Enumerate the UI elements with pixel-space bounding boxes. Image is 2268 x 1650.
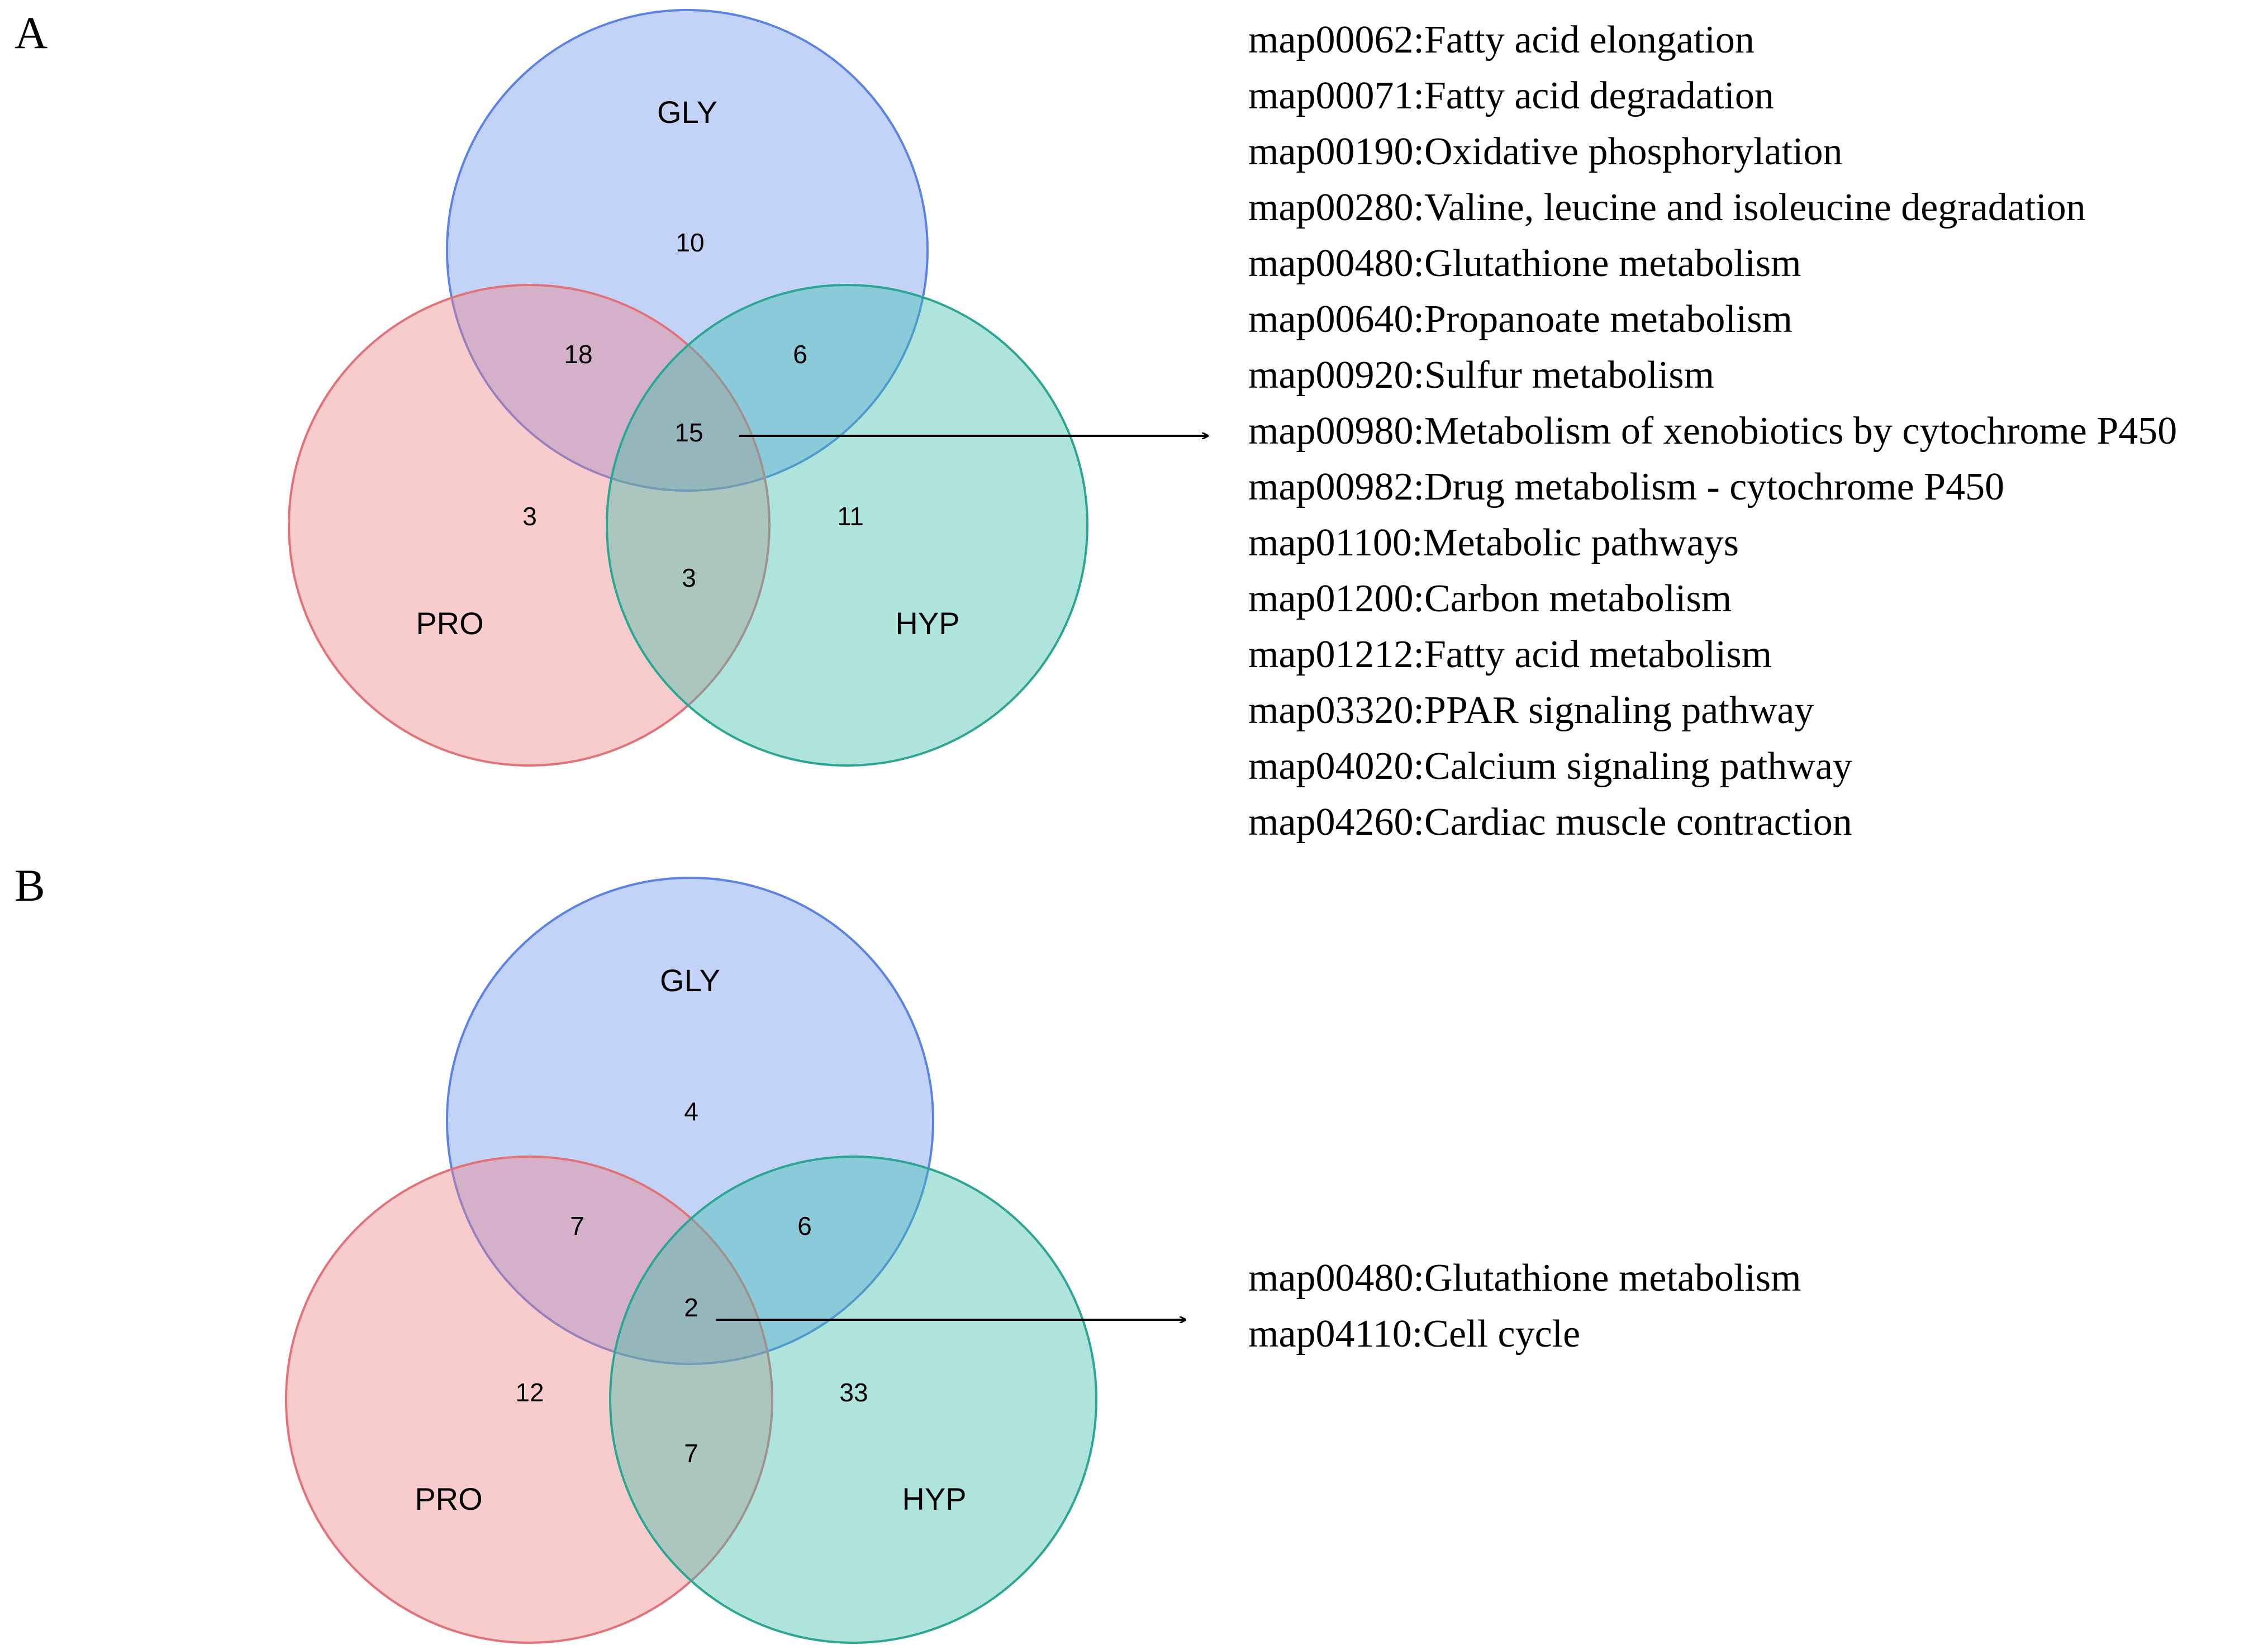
pathway-item: map04020:Calcium signaling pathway (1248, 745, 1852, 788)
panel-a-circle-hyp (606, 284, 1088, 767)
panel-a-count-gly-hyp: 6 (793, 340, 807, 369)
panel-b-count-all-three: 2 (684, 1293, 698, 1322)
pathway-item: map01100:Metabolic pathways (1248, 521, 1739, 564)
panel-b-count-hyp-only: 33 (839, 1378, 868, 1407)
pathway-item: map00920:Sulfur metabolism (1248, 354, 1714, 397)
pathway-item: map03320:PPAR signaling pathway (1248, 689, 1814, 732)
panel-a-set-pro: PRO (416, 606, 483, 641)
pathway-item: map00071:Fatty acid degradation (1248, 74, 1774, 117)
panel-a-pathway-list: map00062:Fatty acid elongation map00071:… (1248, 18, 2177, 844)
pathway-item: map00640:Propanoate metabolism (1248, 298, 1792, 341)
panel-a-count-hyp-only: 11 (837, 502, 864, 531)
panel-a-count-gly-pro: 18 (564, 340, 592, 369)
panel-b-count-gly-hyp: 6 (797, 1211, 812, 1240)
pathway-item: map00480:Glutathione metabolism (1248, 1257, 1801, 1300)
panel-a-set-hyp: HYP (895, 606, 959, 641)
panel-b-count-gly-only: 4 (684, 1097, 698, 1126)
pathway-item: map00280:Valine, leucine and isoleucine … (1248, 186, 2086, 229)
panel-b-venn: GLY PRO HYP 4 7 6 2 12 33 7 (285, 877, 1097, 1644)
panel-b: B GLY PRO HYP 4 7 6 2 12 33 7 map00480:G… (15, 860, 1801, 1644)
panel-b-set-pro: PRO (415, 1481, 482, 1516)
pathway-item: map00980:Metabolism of xenobiotics by cy… (1248, 410, 2177, 453)
panel-a-count-pro-only: 3 (522, 502, 537, 531)
pathway-item: map00982:Drug metabolism - cytochrome P4… (1248, 465, 2004, 508)
panel-a-letter: A (15, 7, 47, 58)
panel-b-circle-pro (285, 1156, 773, 1644)
panel-b-pathway-list: map00480:Glutathione metabolism map04110… (1248, 1257, 1801, 1356)
panel-a: A GLY PRO HYP 10 18 6 15 3 11 3 map00062… (15, 7, 2177, 844)
panel-b-count-pro-only: 12 (515, 1378, 544, 1407)
panel-a-count-gly-only: 10 (676, 228, 704, 257)
panel-a-circle-gly (446, 9, 929, 492)
pathway-item: map01212:Fatty acid metabolism (1248, 633, 1772, 676)
panel-b-set-hyp: HYP (902, 1481, 966, 1516)
panel-a-set-gly: GLY (657, 94, 717, 130)
pathway-item: map01200:Carbon metabolism (1248, 577, 1732, 620)
panel-b-circle-gly (446, 877, 934, 1365)
panel-a-count-all-three: 15 (674, 418, 703, 447)
panel-b-count-pro-hyp: 7 (684, 1439, 698, 1468)
panel-a-venn: GLY PRO HYP 10 18 6 15 3 11 3 (288, 9, 1088, 767)
pathway-item: map04110:Cell cycle (1248, 1313, 1580, 1356)
pathway-item: map00480:Glutathione metabolism (1248, 242, 1801, 285)
pathway-item: map04260:Cardiac muscle contraction (1248, 801, 1852, 844)
panel-b-circle-hyp (609, 1156, 1097, 1644)
pathway-item: map00062:Fatty acid elongation (1248, 18, 1755, 61)
panel-a-count-pro-hyp: 3 (682, 563, 696, 592)
panel-b-letter: B (15, 860, 45, 911)
pathway-item: map00190:Oxidative phosphorylation (1248, 130, 1842, 173)
panel-b-count-gly-pro: 7 (570, 1211, 584, 1240)
panel-b-set-gly: GLY (660, 963, 720, 998)
panel-a-circle-pro (288, 284, 771, 767)
